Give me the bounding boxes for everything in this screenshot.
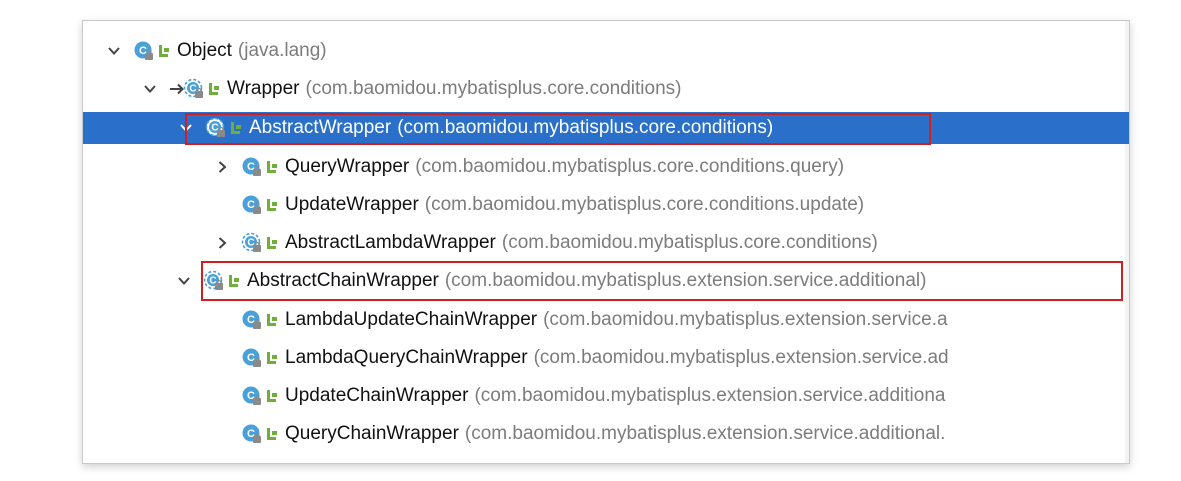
node-package: (com.baomidou.mybatisplus.core.condition… — [397, 117, 774, 138]
node-package: (com.baomidou.mybatisplus.extension.serv… — [474, 385, 946, 406]
public-access-icon — [266, 389, 278, 403]
node-name: UpdateWrapper — [285, 194, 419, 215]
node-name: AbstractChainWrapper — [247, 270, 439, 291]
class-icon — [241, 385, 263, 407]
tree-node-lambda-update-chain-wrapper[interactable]: LambdaUpdateChainWrapper (com.baomidou.m… — [83, 304, 1129, 336]
abstract-class-icon — [241, 232, 263, 254]
node-name: QueryWrapper — [285, 156, 410, 177]
public-access-icon — [266, 236, 278, 250]
class-icon — [241, 194, 263, 216]
abstract-class-icon — [205, 117, 227, 139]
public-access-icon — [228, 274, 240, 288]
public-access-icon — [266, 351, 278, 365]
public-access-icon — [266, 427, 278, 441]
node-package: (com.baomidou.mybatisplus.extension.serv… — [464, 423, 946, 444]
chevron-right-icon[interactable] — [213, 234, 231, 252]
inherit-arrow-icon — [170, 83, 184, 95]
type-hierarchy-panel: Object (java.lang) Wrapper (com.baomidou… — [82, 20, 1130, 464]
public-access-icon — [266, 313, 278, 327]
tree-node-query-wrapper[interactable]: QueryWrapper (com.baomidou.mybatisplus.c… — [83, 151, 1129, 183]
public-access-icon — [266, 160, 278, 174]
public-access-icon — [230, 121, 242, 135]
chevron-down-icon[interactable] — [177, 119, 195, 137]
abstract-class-icon — [183, 78, 205, 100]
public-access-icon — [158, 44, 170, 58]
node-name: AbstractWrapper — [249, 117, 392, 138]
tree-node-abstract-lambda-wrapper[interactable]: AbstractLambdaWrapper (com.baomidou.myba… — [83, 227, 1129, 259]
chevron-down-icon[interactable] — [141, 80, 159, 98]
node-package: (com.baomidou.mybatisplus.core.condition… — [501, 232, 878, 253]
node-name: QueryChainWrapper — [285, 423, 459, 444]
class-icon — [241, 423, 263, 445]
tree-node-update-chain-wrapper[interactable]: UpdateChainWrapper (com.baomidou.mybatis… — [83, 380, 1129, 412]
node-name: LambdaQueryChainWrapper — [285, 347, 528, 368]
node-package: (java.lang) — [237, 40, 327, 61]
vertical-scrollbar[interactable] — [1125, 21, 1129, 463]
node-name: LambdaUpdateChainWrapper — [285, 309, 538, 330]
node-package: (com.baomidou.mybatisplus.core.condition… — [305, 78, 682, 99]
node-package: (com.baomidou.mybatisplus.extension.serv… — [533, 347, 949, 368]
class-icon — [241, 347, 263, 369]
class-icon — [241, 156, 263, 178]
tree-node-update-wrapper[interactable]: UpdateWrapper (com.baomidou.mybatisplus.… — [83, 189, 1129, 221]
node-name: UpdateChainWrapper — [285, 385, 469, 406]
tree-node-abstract-wrapper[interactable]: AbstractWrapper (com.baomidou.mybatisplu… — [83, 112, 1129, 144]
abstract-class-icon — [203, 270, 225, 292]
tree-node-abstract-chain-wrapper[interactable]: AbstractChainWrapper (com.baomidou.mybat… — [83, 265, 1129, 297]
chevron-down-icon[interactable] — [105, 42, 123, 60]
tree-node-object[interactable]: Object (java.lang) — [83, 35, 1129, 67]
node-package: (com.baomidou.mybatisplus.extension.serv… — [444, 270, 927, 291]
chevron-down-icon[interactable] — [175, 272, 193, 290]
node-name: AbstractLambdaWrapper — [285, 232, 496, 253]
public-access-icon — [208, 82, 220, 96]
node-name: Wrapper — [227, 78, 300, 99]
tree-node-lambda-query-chain-wrapper[interactable]: LambdaQueryChainWrapper (com.baomidou.my… — [83, 342, 1129, 374]
class-icon — [133, 40, 155, 62]
node-package: (com.baomidou.mybatisplus.extension.serv… — [543, 309, 948, 330]
node-name: Object — [177, 40, 232, 61]
class-icon — [241, 309, 263, 331]
chevron-right-icon[interactable] — [213, 158, 231, 176]
node-package: (com.baomidou.mybatisplus.core.condition… — [415, 156, 845, 177]
tree-node-wrapper[interactable]: Wrapper (com.baomidou.mybatisplus.core.c… — [83, 73, 1129, 105]
node-package: (com.baomidou.mybatisplus.core.condition… — [424, 194, 865, 215]
tree-node-query-chain-wrapper[interactable]: QueryChainWrapper (com.baomidou.mybatisp… — [83, 418, 1129, 450]
public-access-icon — [266, 198, 278, 212]
